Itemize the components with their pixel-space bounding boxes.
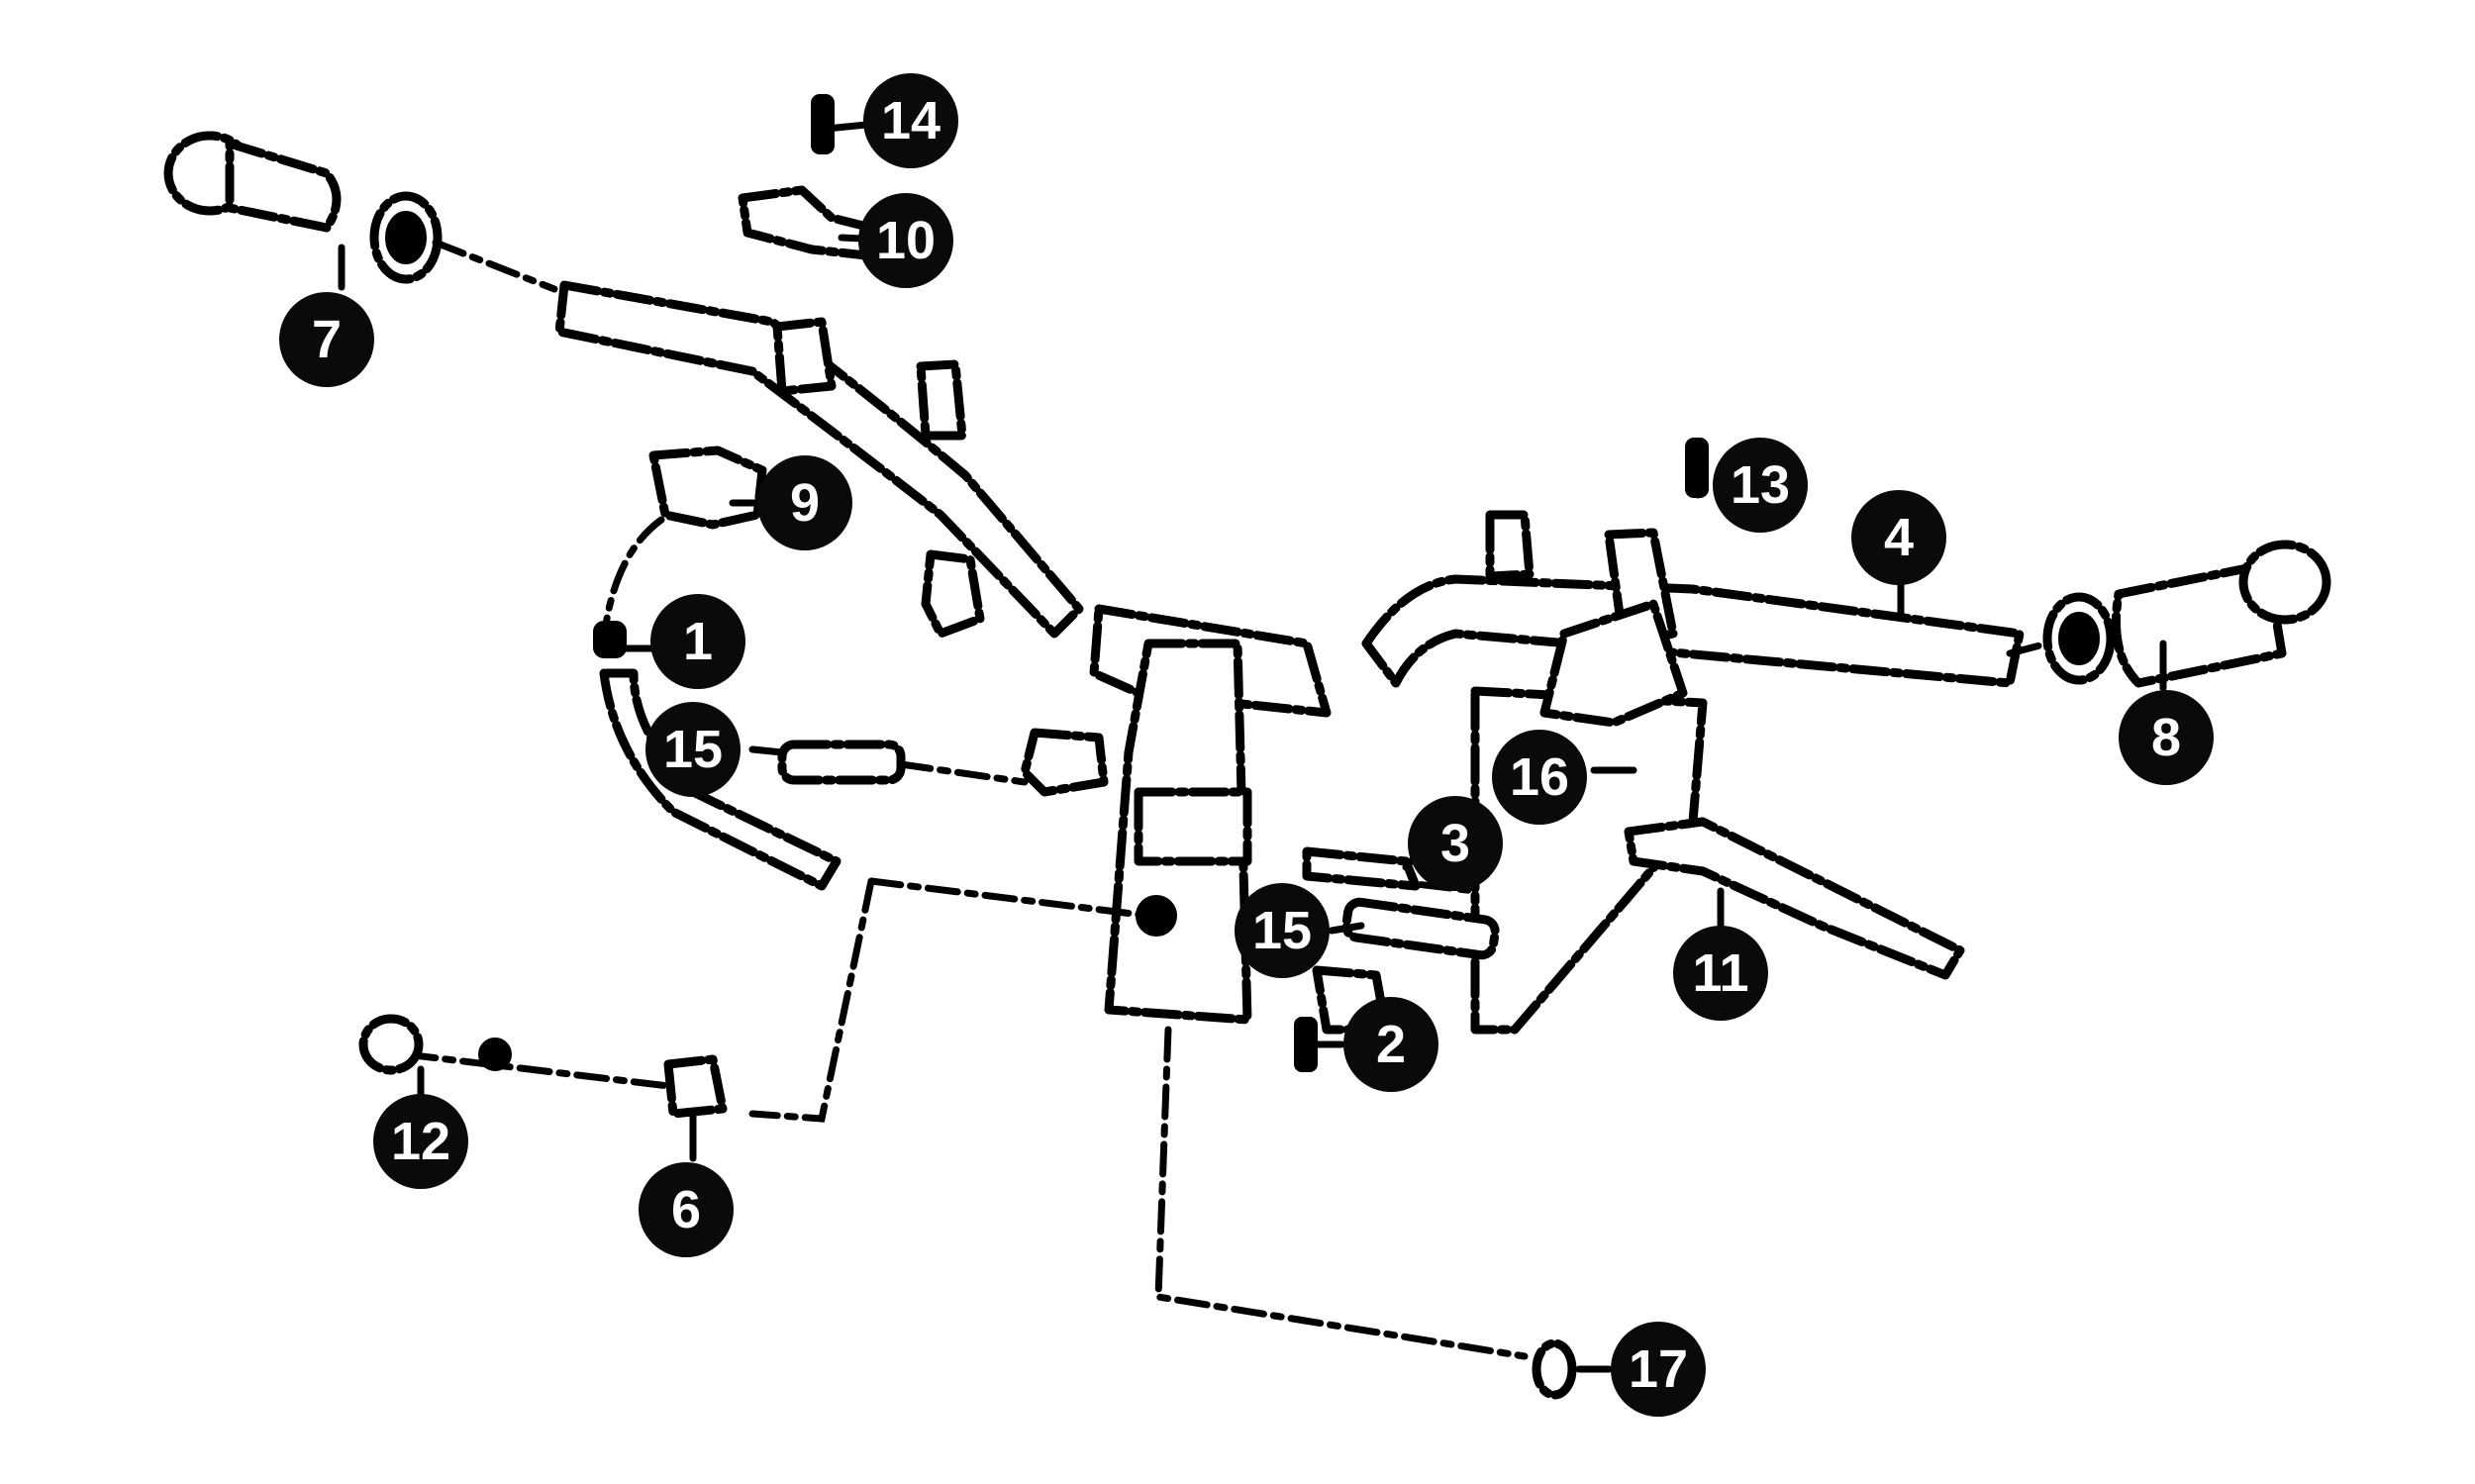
mirror-mount (738, 94, 876, 260)
callout-number: 1 (683, 612, 713, 671)
callout-number: 10 (876, 211, 936, 270)
callout-bubble (639, 1162, 734, 1257)
left-lever-bracket (648, 445, 767, 530)
callout-15-lower: 15 (1235, 883, 1330, 978)
callout-number: 6 (671, 1180, 701, 1239)
callout-number: 16 (1510, 747, 1569, 807)
callout-7: 7 (279, 292, 374, 387)
left-grip (163, 131, 558, 293)
callout-bubble (645, 702, 741, 797)
callout-number: 7 (312, 310, 342, 369)
callout-6: 6 (639, 1162, 734, 1257)
callout-bubble (1492, 730, 1587, 825)
callout-bubble (1408, 796, 1503, 891)
callout-8: 8 (2119, 690, 2214, 785)
callout-number: 14 (881, 91, 940, 150)
upper-clamp-a (772, 317, 837, 396)
right-bar-tube (1361, 574, 2025, 688)
callout-12: 12 (373, 1094, 468, 1189)
callout-number: 13 (1731, 455, 1790, 515)
callout-11: 11 (1673, 926, 1768, 1021)
callout-bubble (650, 594, 745, 689)
upper-clamp-b (916, 359, 967, 441)
callout-bubble (858, 193, 953, 288)
handlebar-line-art (163, 94, 2331, 1400)
callout-number: 15 (1252, 901, 1312, 960)
right-switch-housing (1539, 599, 1688, 728)
callout-4: 4 (1851, 490, 1946, 585)
callout-number: 17 (1629, 1339, 1688, 1399)
callout-15-upper: 15 (645, 702, 741, 797)
callout-bubble (757, 455, 852, 550)
left-bar-tube (554, 280, 1084, 639)
callout-13: 13 (1713, 438, 1808, 533)
adjuster-upper (777, 728, 1109, 797)
callout-number: 4 (1884, 508, 1914, 567)
callout-bubble (1673, 926, 1768, 1021)
callout-number: 11 (1692, 943, 1748, 1003)
callout-bubble (279, 292, 374, 387)
callout-bubble (1343, 997, 1438, 1092)
callout-number: 15 (663, 720, 723, 779)
callout-2: 2 (1343, 997, 1438, 1092)
callout-3: 3 (1408, 796, 1503, 891)
right-clamp-a (1485, 510, 1534, 581)
callout-bubble (1851, 490, 1946, 585)
callout-number: 12 (391, 1112, 450, 1171)
right-grip (2006, 540, 2331, 688)
callout-number: 9 (790, 473, 820, 533)
left-lever-assembly (593, 516, 842, 891)
callout-9: 9 (757, 455, 852, 550)
callout-16: 16 (1492, 730, 1587, 825)
callout-number: 3 (1440, 814, 1470, 873)
callout-bubble (373, 1094, 468, 1189)
callout-bubble (1611, 1322, 1706, 1417)
callout-10: 10 (858, 193, 953, 288)
plug-17 (1532, 1338, 1577, 1400)
callout-bubble (2119, 690, 2214, 785)
callout-1: 1 (650, 594, 745, 689)
callout-17: 17 (1611, 1322, 1706, 1417)
center-clamp (1089, 604, 1332, 1025)
callout-14: 14 (863, 73, 958, 168)
callout-number: 8 (2151, 708, 2181, 767)
callout-bubble (1235, 883, 1330, 978)
lower-bracket (921, 549, 985, 639)
cable-horizontal (402, 1050, 697, 1093)
screw-3 (1302, 846, 1421, 891)
right-brake-lever (1624, 817, 1965, 980)
callout-number: 2 (1376, 1015, 1406, 1074)
callout-bubble (1713, 438, 1808, 533)
cable-main (748, 877, 1529, 1360)
small-parts-12-6 (358, 1014, 728, 1119)
callout-bubble (863, 73, 958, 168)
